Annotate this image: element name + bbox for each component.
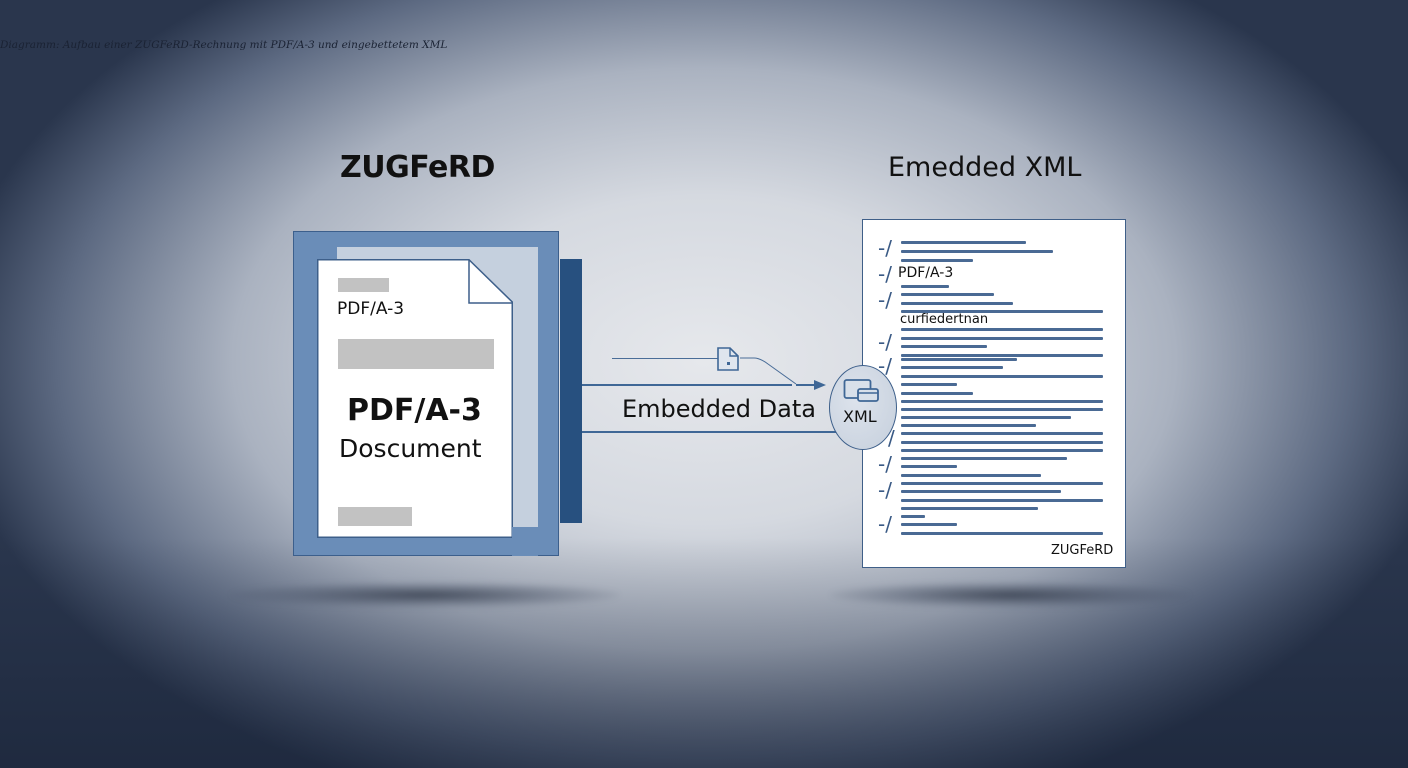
xml-tag-marker: /	[888, 426, 895, 450]
xml-line	[901, 408, 1103, 411]
xml-line	[901, 241, 1026, 244]
xml-footer-label: ZUGFeRD	[1051, 543, 1114, 558]
xml-tag-marker: -/	[878, 262, 892, 286]
xml-line	[901, 490, 1061, 493]
xml-line	[901, 345, 987, 348]
pdf-subtitle: Doscument	[339, 434, 482, 463]
back-page-edge	[560, 259, 582, 523]
xml-inline-label: PDF/A-3	[898, 265, 954, 281]
xml-line	[901, 383, 957, 386]
xml-tag-marker: -/	[878, 478, 892, 502]
xml-line	[901, 424, 1036, 427]
xml-line	[901, 416, 1071, 419]
xml-line	[901, 285, 949, 288]
right-floor-shadow	[830, 582, 1190, 608]
xml-tag-marker: -/	[878, 330, 892, 354]
xml-line	[901, 532, 1103, 535]
xml-line	[901, 465, 957, 468]
upper-connector-dash	[796, 384, 818, 386]
pdf-small-label: PDF/A-3	[337, 299, 405, 319]
xml-tag-marker: -/	[878, 288, 892, 312]
left-floor-shadow	[230, 582, 620, 608]
arrow-head-icon	[814, 380, 826, 390]
placeholder-bar	[338, 278, 389, 292]
xml-line	[901, 392, 973, 395]
xml-line	[901, 507, 1038, 510]
document-page-icon	[317, 259, 513, 538]
embedded-data-label: Embedded Data	[622, 395, 816, 423]
upper-thin-connector	[612, 358, 718, 359]
pdf-main-title: PDF/A-3	[347, 393, 482, 428]
xml-line	[901, 358, 1017, 361]
xml-tag-marker: -/	[878, 236, 892, 260]
xml-line	[901, 293, 994, 296]
xml-line	[901, 302, 1013, 305]
xml-line	[901, 499, 1103, 502]
zugferd-title: ZUGFeRD	[340, 150, 495, 185]
xml-line	[901, 441, 1103, 444]
xml-line	[901, 259, 973, 262]
xml-line	[901, 337, 1103, 340]
placeholder-bar	[338, 507, 412, 526]
xml-line	[901, 400, 1103, 403]
xml-line	[901, 328, 1103, 331]
xml-line	[901, 449, 1103, 452]
xml-line	[901, 366, 1003, 369]
placeholder-bar	[338, 339, 494, 369]
xml-tag-marker: -/	[878, 512, 892, 536]
xml-line	[901, 375, 1103, 378]
window-stack-icon	[843, 379, 879, 402]
xml-tag-marker: -/	[878, 452, 892, 476]
xml-line	[901, 354, 1103, 357]
xml-line	[901, 250, 1053, 253]
lower-connector-line	[582, 431, 840, 433]
xml-line	[901, 432, 1103, 435]
xml-line	[901, 457, 1067, 460]
xml-line	[901, 474, 1041, 477]
xml-inline-label: curfiedertnan	[900, 312, 989, 327]
xml-line	[901, 310, 1103, 313]
xml-line	[901, 523, 957, 526]
pdf-document[interactable]: PDF/A-3 PDF/A-3 Doscument	[317, 259, 513, 538]
xml-line	[901, 515, 925, 518]
frame-notch	[512, 527, 538, 556]
file-icon	[717, 347, 797, 385]
diagram-caption: Diagramm: Aufbau einer ZUGFeRD-Rechnung …	[0, 39, 448, 51]
xml-node-label: XML	[843, 407, 877, 426]
upper-connector-line	[582, 384, 792, 386]
embedded-xml-title: Emedded XML	[888, 152, 1082, 183]
xml-line	[901, 482, 1103, 485]
